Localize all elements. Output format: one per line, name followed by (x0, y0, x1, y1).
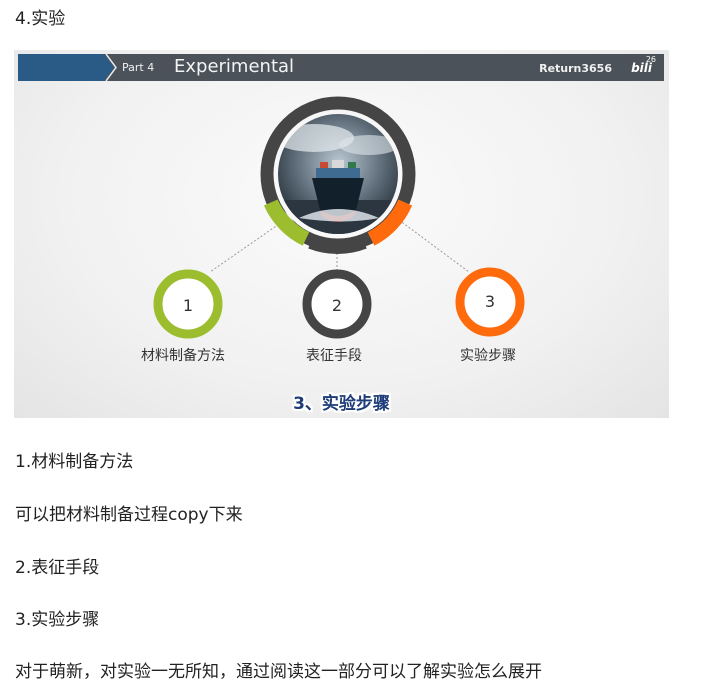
paragraph-1: 可以把材料制备过程copy下来 (15, 505, 243, 525)
list-item-1: 1.材料制备方法 (15, 452, 134, 472)
main-ring-orange-segment (367, 199, 413, 246)
slide-title: Experimental (174, 56, 295, 77)
step-1-circle (153, 269, 223, 339)
list-item-2: 2.表征手段 (15, 558, 100, 578)
step-2-circle (302, 269, 372, 339)
video-subtitle: 3、实验步骤 (293, 394, 390, 414)
part-tab-arrow (18, 54, 117, 81)
part-label: Part 4 (122, 61, 155, 74)
main-ring-green-segment (263, 199, 310, 246)
step-3-circle (455, 267, 525, 337)
logo-number: 26 (645, 55, 656, 64)
paragraph-3: 对于萌新，对实验一无所知，通过阅读这一部分可以了解实验怎么展开 (15, 662, 542, 682)
main-ring-dark-segment (308, 234, 367, 254)
step-2-label: 表征手段 (306, 348, 362, 364)
bilibili-logo: bili 26 (616, 55, 660, 78)
channel-watermark: Return3656 (539, 62, 612, 75)
slide-header-bar: Part 4 Experimental Return3656 bili 26 (18, 54, 664, 81)
step-2-number: 2 (332, 296, 342, 315)
step-3-number: 3 (485, 292, 495, 311)
list-item-3: 3.实验步骤 (15, 610, 100, 630)
step-3-label: 实验步骤 (460, 348, 516, 364)
step-1-label: 材料制备方法 (141, 348, 225, 364)
step-1-number: 1 (183, 296, 193, 315)
connector-line-3 (398, 219, 470, 273)
experiment-diagram: 1 2 3 (153, 96, 525, 339)
connector-line-1 (209, 221, 283, 273)
section-heading: 4.实验 (15, 9, 66, 29)
video-slide[interactable]: Part 4 Experimental Return3656 bili 26 (14, 50, 669, 418)
logo-text: bili (631, 61, 652, 75)
